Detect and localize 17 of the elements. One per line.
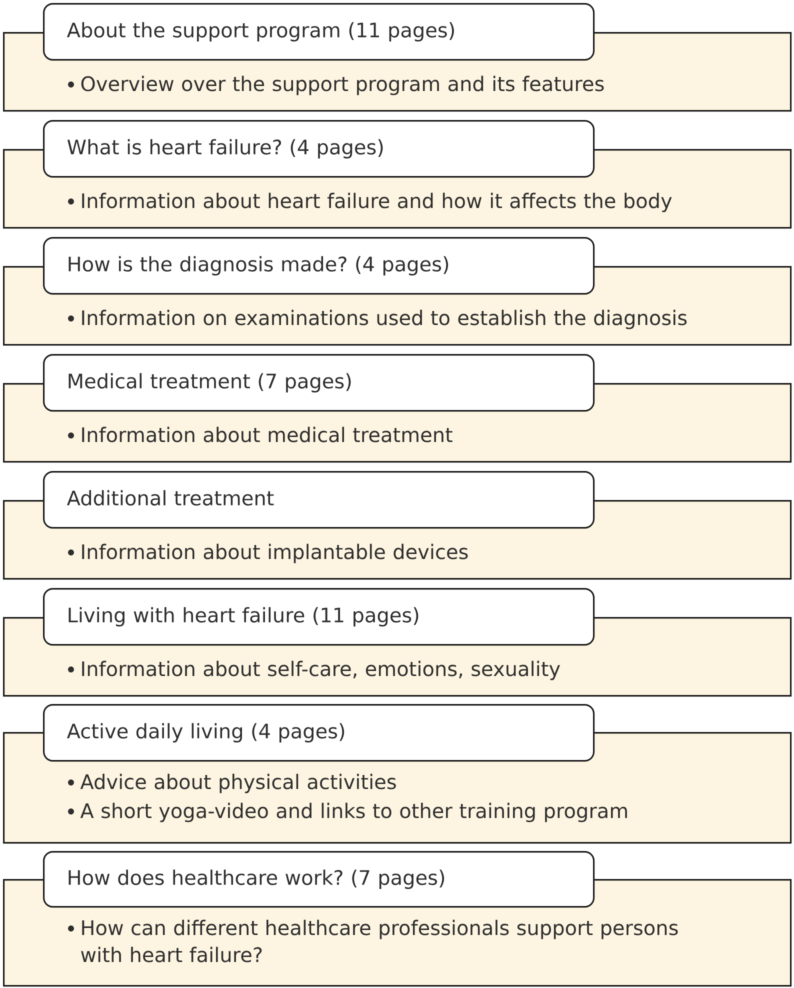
list-item: Information about implantable devices [82,544,468,564]
heading-tab: How does healthcare work? (7 pages) [43,851,595,908]
list-item: Information about heart failure and how it affects the body [82,192,672,212]
list-item: How can different healthcare professionals support persons with heart failure? [81,920,678,962]
list-item: Overview over the support program and its features [81,76,604,96]
heading-tab: What is heart failure? (4 pages) [43,120,595,178]
heading-tab: Medical treatment (7 pages) [43,354,595,412]
list-item: A short yoga-video and links to other training program [80,802,627,822]
heading-tab: Additional treatment [43,471,595,529]
heading-tab: About the support program (11 pages) [43,3,595,61]
heading-tab: Living with heart failure (11 pages) [43,588,595,646]
heading-tab: Active daily living (4 pages) [43,704,595,762]
heading-tab: How is the diagnosis made? (4 pages) [43,237,595,295]
list-item: Information about medical treatment [82,426,452,442]
list-item: Advice about physical activities [80,774,396,794]
list-item: Information about self-care, emotions, sexuality [82,660,560,680]
list-item: Information on examinations used to establish the diagnosis [82,310,687,330]
